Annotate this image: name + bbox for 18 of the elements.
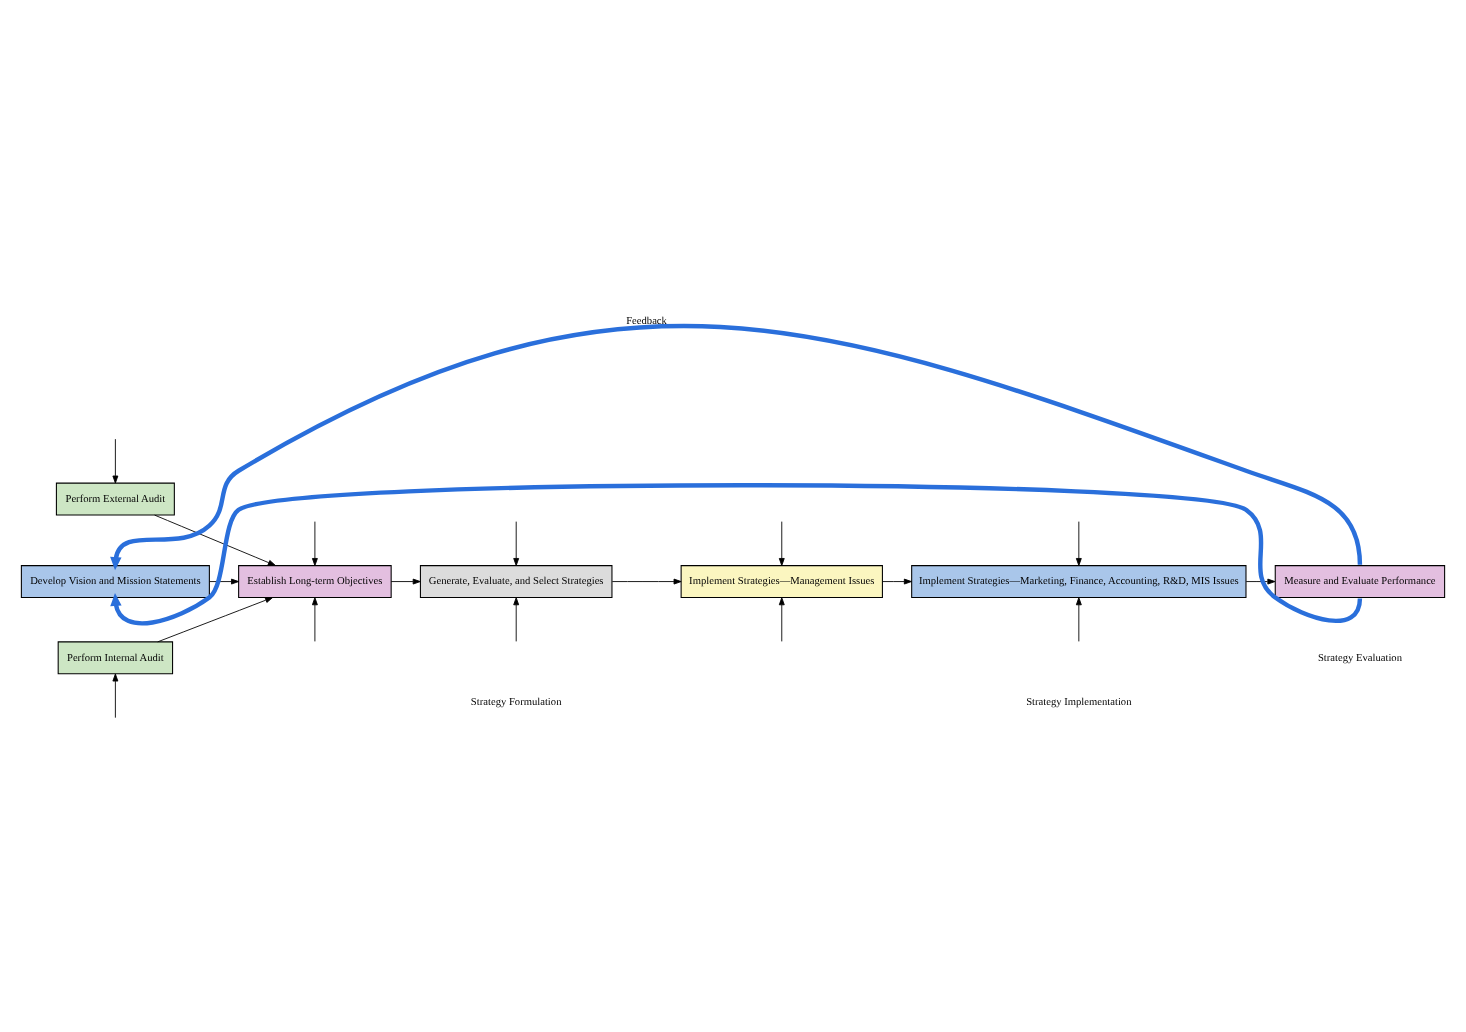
arrow: [1075, 596, 1082, 641]
arrow: [311, 520, 318, 565]
arrow: [154, 513, 276, 565]
arrow: [110, 482, 1363, 625]
arrow: [157, 596, 274, 642]
arrow: [778, 520, 785, 565]
arrow: [390, 577, 421, 584]
arrow: [513, 520, 520, 565]
arrow: [110, 323, 1363, 570]
arrow: [209, 577, 239, 584]
arrow: [112, 437, 119, 483]
arrow: [311, 596, 318, 641]
arrow: [1075, 520, 1082, 565]
arrow: [778, 596, 785, 641]
arrow: [112, 672, 119, 718]
arrow: [611, 577, 682, 584]
arrow: [513, 596, 520, 641]
arrow: [882, 577, 912, 584]
